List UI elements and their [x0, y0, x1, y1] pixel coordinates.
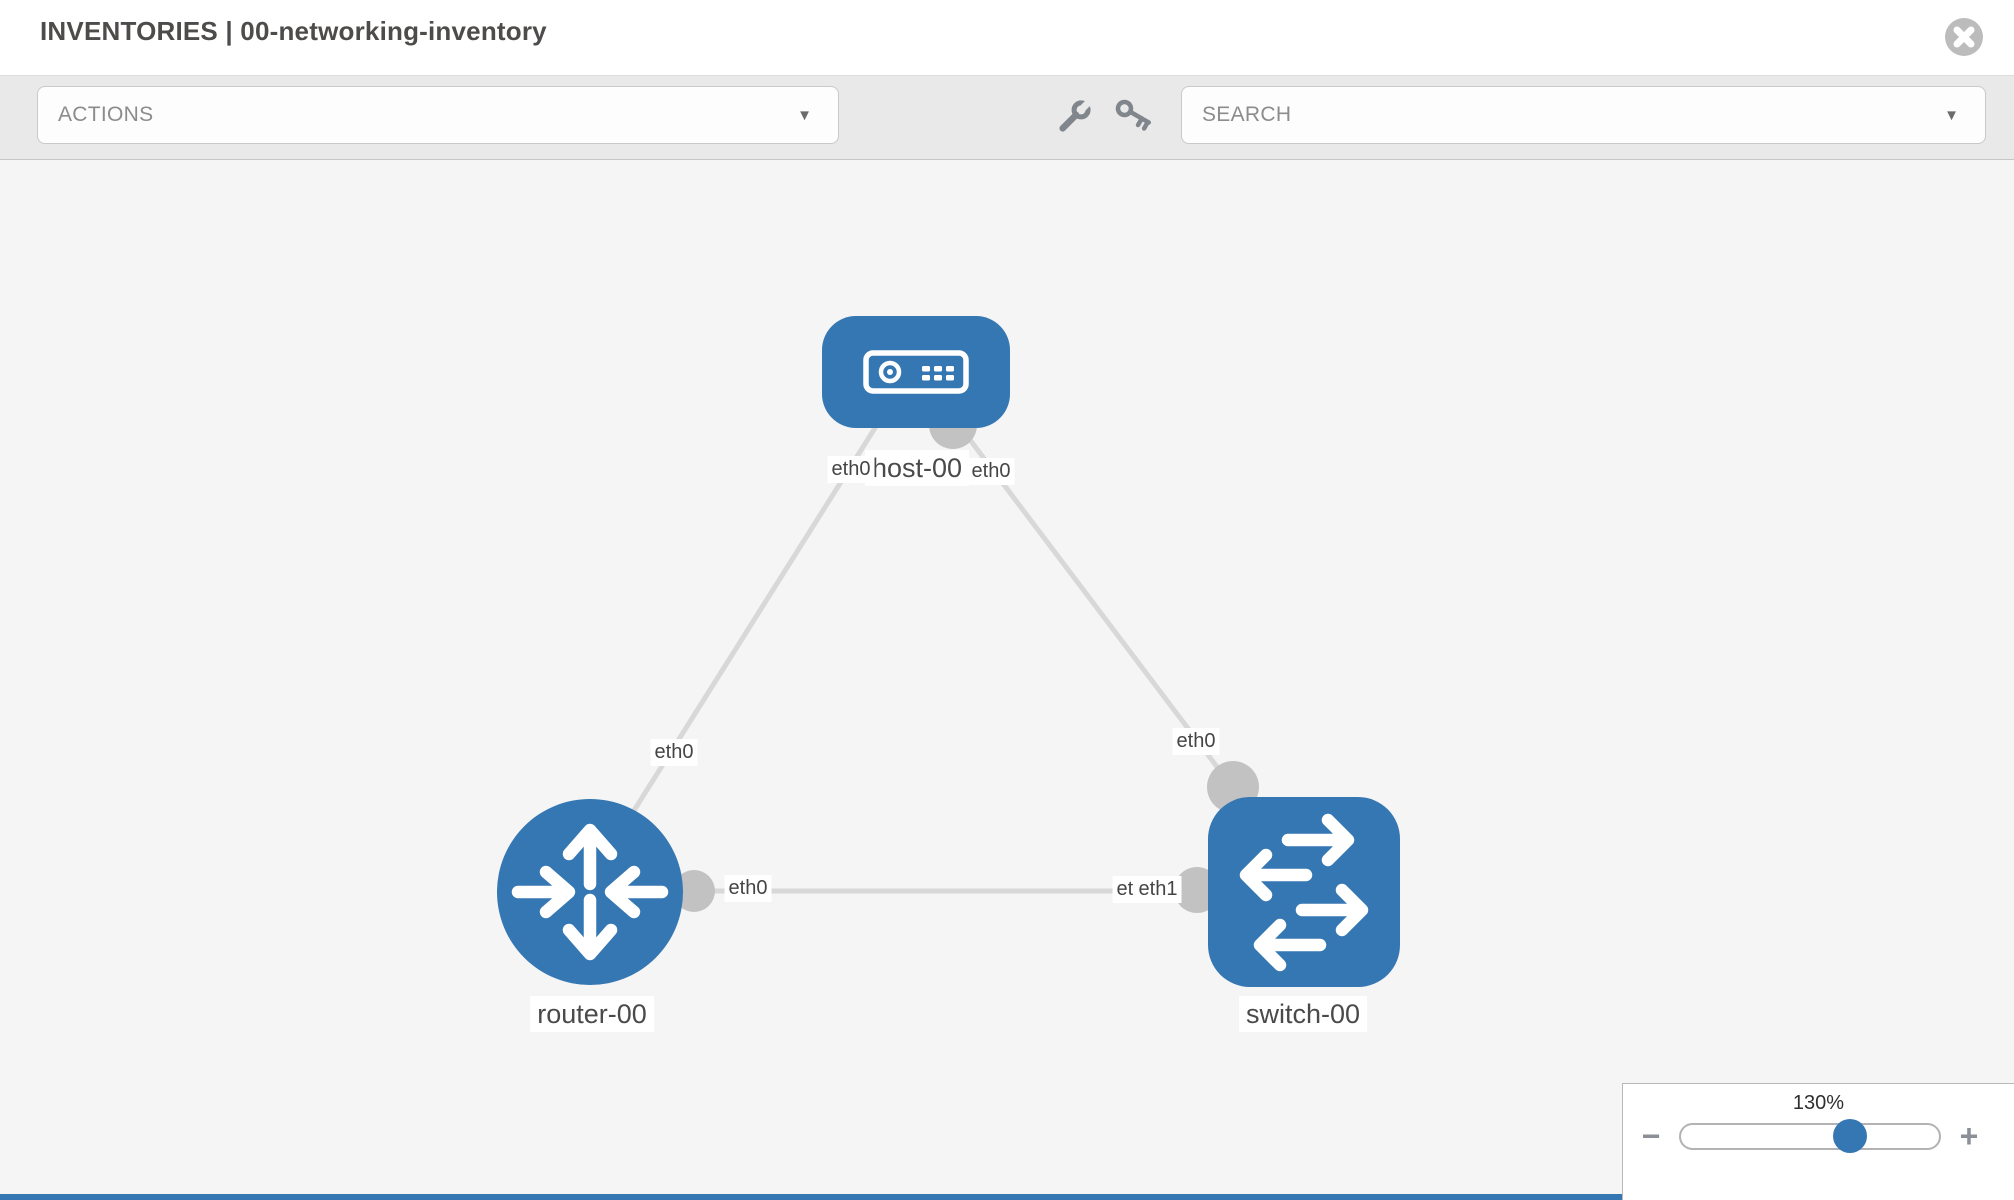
bottom-accent-bar: [0, 1194, 1622, 1200]
zoom-slider-track[interactable]: [1679, 1118, 1941, 1153]
close-x-icon: [1953, 26, 1975, 48]
page-title: INVENTORIES | 00-networking-inventory: [40, 16, 547, 46]
actions-dropdown-label: ACTIONS: [58, 103, 154, 126]
wrench-icon: [1059, 99, 1092, 132]
zoom-slider-thumb[interactable]: [1833, 1118, 1867, 1153]
iface-label-switch-to-host: eth0: [1172, 728, 1220, 755]
node-switch-00[interactable]: [1208, 797, 1400, 987]
search-dropdown[interactable]: SEARCH ▼: [1181, 86, 1986, 144]
topology-canvas[interactable]: host-00 router-00 switch-00 eth0 eth0 et…: [0, 160, 2014, 1200]
node-label-router: router-00: [530, 996, 654, 1032]
node-router-00[interactable]: [497, 799, 683, 985]
iface-label-switch-to-router: eth1: [1134, 876, 1182, 903]
iface-label-router-to-switch: eth0: [724, 875, 772, 902]
node-label-host: host-00: [864, 450, 970, 486]
chevron-down-icon: ▼: [797, 106, 812, 124]
iface-label-router-to-host: eth0: [650, 739, 698, 766]
links-layer: [625, 418, 1235, 894]
search-dropdown-label: SEARCH: [1202, 103, 1292, 126]
server-icon: [863, 350, 969, 394]
wrench-button[interactable]: [1051, 94, 1097, 140]
endpoint-circle: [673, 870, 715, 912]
chevron-down-icon: ▼: [1944, 106, 1959, 124]
actions-dropdown[interactable]: ACTIONS ▼: [37, 86, 839, 144]
key-button[interactable]: [1112, 94, 1158, 140]
zoom-in-button[interactable]: +: [1959, 1118, 1979, 1154]
zoom-control-panel: 130% − +: [1622, 1083, 2014, 1200]
toolbar: ACTIONS ▼ SEAR: [0, 75, 2014, 161]
node-label-switch: switch-00: [1238, 996, 1368, 1032]
header: INVENTORIES | 00-networking-inventory: [0, 0, 2014, 75]
close-button[interactable]: [1945, 18, 1983, 56]
zoom-out-button[interactable]: −: [1641, 1118, 1661, 1154]
iface-label-host-to-switch: eth0: [967, 458, 1015, 485]
zoom-level-value: 130%: [1792, 1092, 1845, 1114]
router-arrows-icon: [511, 823, 669, 961]
iface-label-host-to-router: eth0: [827, 456, 875, 483]
node-host-00[interactable]: [822, 316, 1010, 428]
switch-arrows-icon: [1239, 813, 1369, 972]
key-icon: [1115, 99, 1151, 131]
